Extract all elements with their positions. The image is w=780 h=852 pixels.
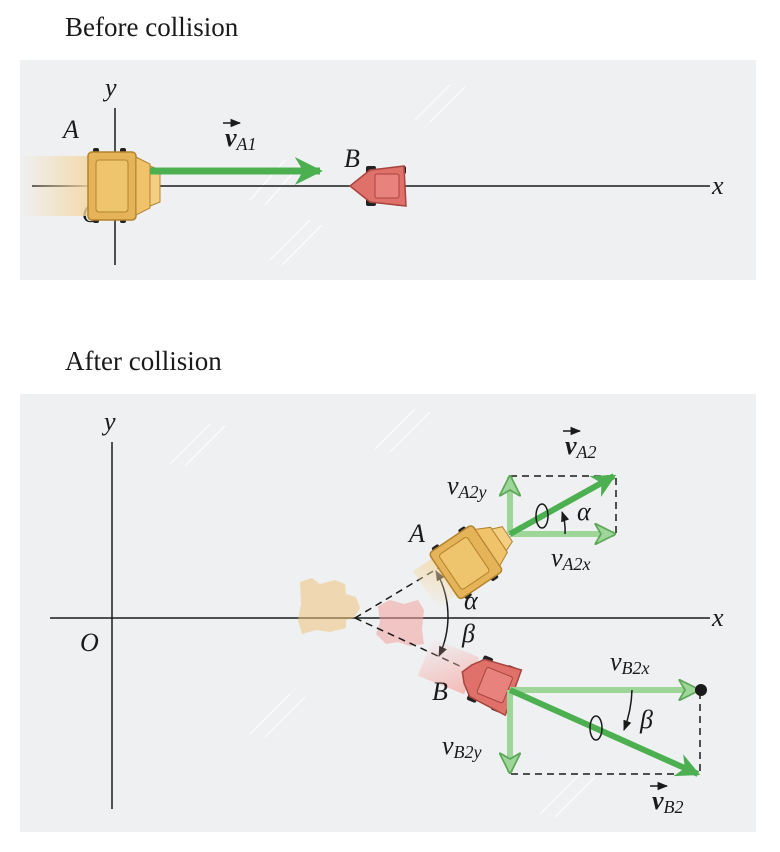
beta-angle-label: β [461, 619, 475, 648]
vA2y-symbol: v [447, 471, 459, 500]
vA2-subscript: A2 [576, 442, 597, 462]
vB2-label: vB2 [652, 786, 684, 817]
vA2-label: vA2 [565, 431, 597, 462]
collision-ghost-cars [298, 578, 424, 646]
glare-streaks [169, 408, 596, 818]
before-collision-heading: Before collision [65, 12, 239, 42]
velocity-a1-label: vA1 [225, 123, 257, 154]
vB2-beta-label: β [639, 705, 653, 734]
car-a-label: A [61, 115, 79, 144]
vB2x-symbol: v [610, 647, 622, 676]
x-axis-label: x [711, 603, 724, 632]
vA2-angle-arc [561, 511, 570, 535]
vB2y-label: vB2y [442, 731, 482, 762]
car-b-label: B [432, 677, 448, 706]
vB2-subscript: B2 [664, 797, 684, 817]
vA2y-subscript: A2y [458, 482, 487, 502]
vA2-spin-icon [535, 503, 549, 529]
vB2x-label: vB2x [610, 647, 650, 678]
car-b-label: B [344, 144, 360, 173]
vB2-arrow [508, 687, 701, 777]
vA2-arrow [508, 473, 617, 537]
velocity-a1-subscript: A1 [236, 134, 257, 154]
before-collision-diagram: x y O A vA1 B [20, 60, 756, 280]
y-axis-label: y [102, 73, 117, 102]
vA2x-label: vA2x [551, 543, 591, 574]
vB2y-symbol: v [442, 731, 454, 760]
glare-streaks [249, 84, 466, 266]
vB2y-subscript: B2y [454, 742, 482, 762]
vB2-spin-icon [589, 715, 603, 741]
vA2-alpha-label: α [577, 497, 592, 526]
car-a-label: A [407, 519, 425, 548]
y-axis-label: y [101, 407, 116, 436]
vB2x-endpoint-dot [695, 684, 707, 696]
vB2x-subscript: B2x [622, 658, 650, 678]
vA2y-label: vA2y [447, 471, 487, 502]
vA2-symbol: v [565, 431, 577, 460]
vA2x-symbol: v [551, 543, 563, 572]
car-a [20, 148, 161, 223]
after-collision-diagram: x y O α β A B α vA2 vA2y vA2x [20, 394, 756, 832]
x-axis-label: x [711, 171, 724, 200]
after-collision-heading: After collision [65, 346, 222, 376]
origin-label: O [80, 628, 99, 657]
velocity-a1-symbol: v [225, 123, 237, 152]
vA2x-subscript: A2x [562, 554, 591, 574]
car-a-after [412, 525, 513, 608]
vB2-angle-arc [623, 689, 633, 731]
vB2-symbol: v [652, 786, 664, 815]
car-b-after [417, 638, 523, 717]
car-a-trajectory [354, 566, 441, 619]
car-b [348, 165, 407, 207]
